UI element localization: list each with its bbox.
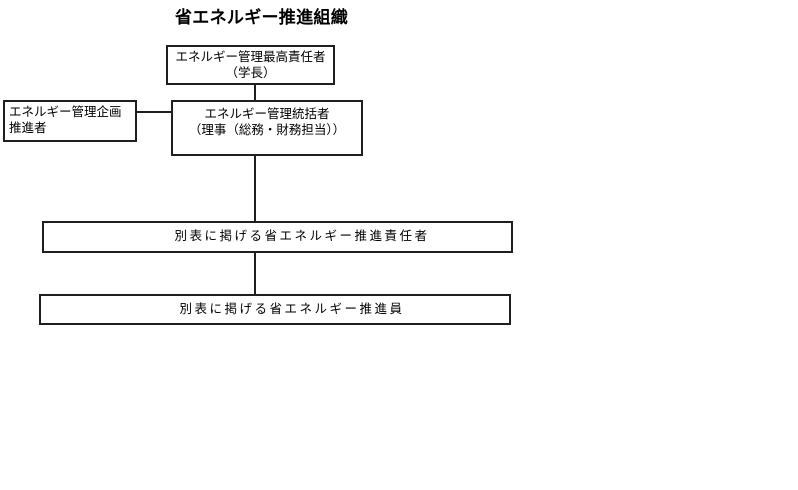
connector-chief-to-supervisor	[254, 85, 256, 100]
node-energy-management-planner: エネルギー管理企画 推進者	[3, 100, 137, 142]
node-energy-management-chief: エネルギー管理最高責任者 （学長）	[166, 45, 335, 85]
node-energy-promotion-staff-label: 別表に掲げる省エネルギー推進員	[179, 302, 405, 316]
node-energy-management-chief-label: エネルギー管理最高責任者	[175, 50, 326, 64]
node-energy-promotion-managers-label: 別表に掲げる省エネルギー推進責任者	[174, 229, 430, 243]
node-energy-management-supervisor-sublabel: （理事（総務・財務担当））	[188, 123, 346, 137]
node-energy-promotion-staff: 別表に掲げる省エネルギー推進員	[39, 294, 511, 325]
connector-supervisor-to-managers	[254, 156, 256, 221]
node-energy-management-chief-sublabel: （学長）	[225, 66, 276, 80]
node-energy-management-supervisor-label: エネルギー管理統括者	[204, 107, 330, 121]
page-title: 省エネルギー推進組織	[175, 8, 348, 27]
connector-planner-to-supervisor	[137, 111, 171, 113]
connector-managers-to-staff	[254, 253, 256, 294]
node-energy-management-planner-sublabel: 推進者	[9, 121, 47, 135]
node-energy-promotion-managers: 別表に掲げる省エネルギー推進責任者	[42, 221, 513, 253]
node-energy-management-supervisor: エネルギー管理統括者 （理事（総務・財務担当））	[171, 100, 363, 156]
node-energy-management-planner-label: エネルギー管理企画	[9, 105, 122, 119]
